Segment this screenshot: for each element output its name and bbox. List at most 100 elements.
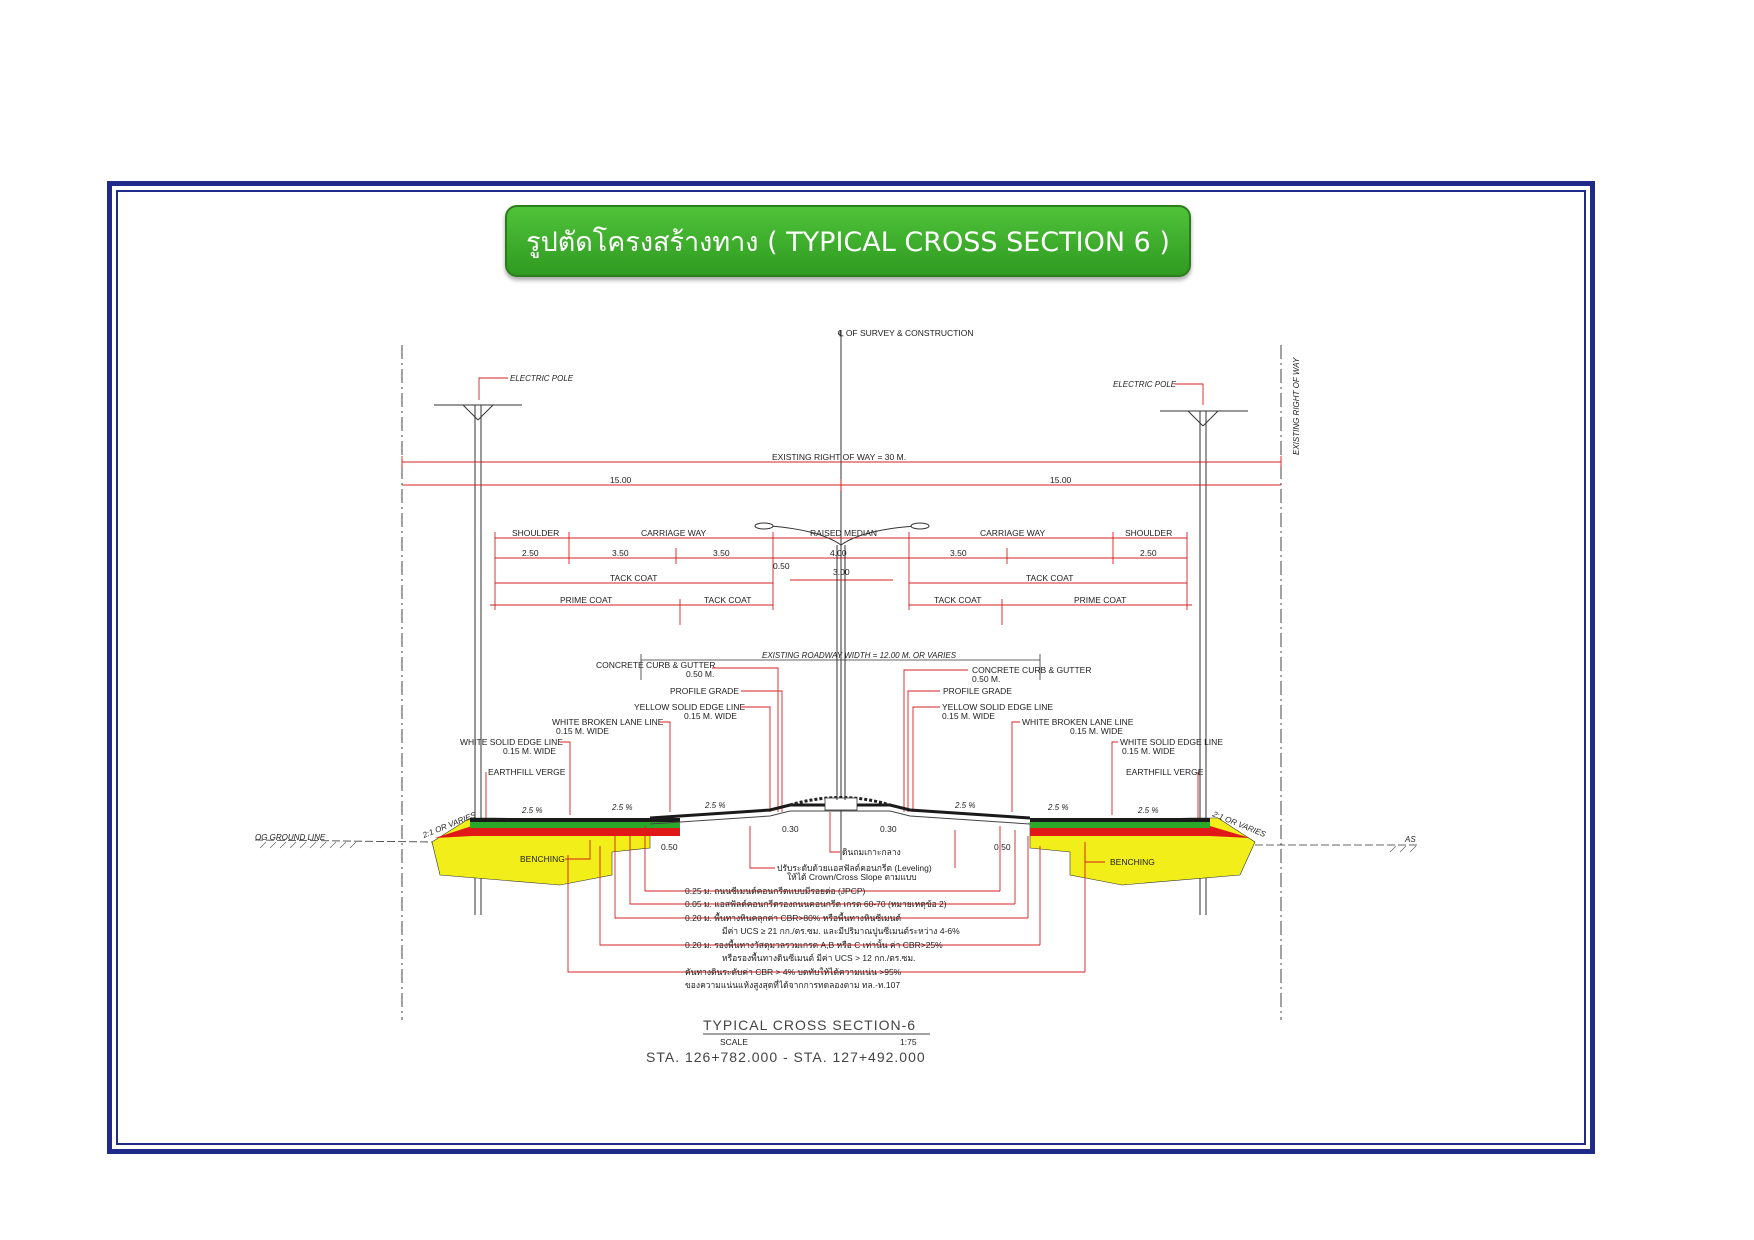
note-8: หรือรองพื้นทางดินซีเมนต์ มีค่า UCS > 12 … [722,952,915,963]
dim-half-widths [402,479,1281,491]
road-section-right [1029,817,1256,886]
electric-pole-left-leader [478,377,508,400]
outer-frame [107,181,1595,1154]
dim-300: 3.00 [833,567,850,577]
d030-left: 0.30 [782,824,799,834]
wbroken-right-label: WHITE BROKEN LANE LINE [1022,717,1134,727]
scale-label: SCALE [720,1037,748,1047]
wbroken-right-width: 0.15 M. WIDE [1070,726,1123,736]
profile-left-leader [741,690,783,812]
pct-4: 2.5 % [954,801,975,810]
ground-line-right [1255,844,1420,853]
tack-coat-right-label: TACK COAT [1026,573,1073,583]
tack-coat-left2-label: TACK COAT [704,595,751,605]
profile-left-label: PROFILE GRADE [670,686,739,696]
pct-6: 2.5 % [1137,806,1158,815]
dim-lane-3: 3.50 [950,548,967,558]
note-6: มีค่า UCS ≥ 21 กก./ตร.ซม. และมีปริมาณปูน… [722,926,960,937]
dim-shoulder-right: 2.50 [1140,548,1157,558]
verge-left-label: EARTHFILL VERGE [488,767,566,777]
benching-right-label: BENCHING [1110,857,1155,867]
wsolid-right-leader [1111,741,1118,815]
wbroken-right-leader [1011,721,1020,812]
wsolid-left-label: WHITE SOLID EDGE LINE [460,737,563,747]
wsolid-right-label: WHITE SOLID EDGE LINE [1120,737,1223,747]
dim-050: 0.50 [773,561,790,571]
median-lamp [754,522,930,800]
d050-right: 0.50 [994,842,1011,852]
yellow-right-label: YELLOW SOLID EDGE LINE [942,702,1053,712]
d030-right: 0.30 [880,824,897,834]
note-7: 0.20 ม. รองพื้นทางวัสดุมวลรวมเกรด A,B หร… [685,939,943,951]
curb-right-label: CONCRETE CURB & GUTTER [972,665,1091,675]
ground-right-label: AS [1404,835,1416,844]
dim-lane-1: 3.50 [612,548,629,558]
raised-median [789,796,891,811]
shoulder-right-label: SHOULDER [1125,528,1172,538]
yellow-left-label: YELLOW SOLID EDGE LINE [634,702,745,712]
dim-right-of-way [401,456,1282,468]
inner-frame [116,190,1586,1145]
curb-left-width: 0.50 M. [686,669,714,679]
curb-left-leader [712,667,779,812]
yellow-left-leader [740,706,771,812]
profile-right-leader [907,690,940,812]
benching-left-label: BENCHING [520,854,565,864]
tack-coat-left-label: TACK COAT [610,573,657,583]
section-title: TYPICAL CROSS SECTION-6 [703,1017,916,1033]
shoulder-left-label: SHOULDER [512,528,559,538]
pct-1: 2.5 % [521,806,542,815]
curb-right-leader [903,669,968,812]
verge-right-label: EARTHFILL VERGE [1126,767,1204,777]
note-4: 0.05 ม. แอสฟัลต์คอนกรีตรองถนนคอนกรีต เกร… [685,899,947,910]
curb-right-width: 0.50 M. [972,674,1000,684]
electric-pole-right-label: ELECTRIC POLE [1113,380,1177,389]
centerline-label: ℄ OF SURVEY & CONSTRUCTION [837,328,974,338]
yellow-right-leader [912,706,940,812]
pct-3: 2.5 % [704,801,725,810]
roadway-width-label: EXISTING ROADWAY WIDTH = 12.00 M. OR VAR… [762,651,957,660]
note-9: คันทางดินระดับค่า CBR > 4% บดทับให้ได้คว… [685,967,902,977]
yellow-right-width: 0.15 M. WIDE [942,711,995,721]
tack-coat-right2-label: TACK COAT [934,595,981,605]
note-1: ปรับระดับด้วยแอสฟัลต์คอนกรีต (Leveling) [777,863,932,873]
carriage-right-label: CARRIAGE WAY [980,528,1046,538]
profile-right-label: PROFILE GRADE [943,686,1012,696]
half-left-label: 15.00 [610,475,632,485]
dim-lane-2: 3.50 [713,548,730,558]
note-leaders [567,826,1086,973]
row-vertical-label: EXISTING RIGHT OF WAY [1292,357,1301,455]
electric-pole-left-label: ELECTRIC POLE [510,374,574,383]
prime-coat-right-label: PRIME COAT [1074,595,1126,605]
wbroken-left-label: WHITE BROKEN LANE LINE [552,717,664,727]
wbroken-left-leader [660,721,671,812]
note-2: ให้ได้ Crown/Cross Slope ตามแบบ [787,872,917,882]
dim-shoulder-left: 2.50 [522,548,539,558]
note-3: 0.25 ม. ถนนซีเมนต์คอนกรีตแบบมีรอยต่อ (JP… [685,886,866,896]
electric-pole-right-leader [1175,383,1204,405]
page-title: รูปตัดโครงสร้างทาง ( TYPICAL CROSS SECTI… [505,205,1191,277]
curb-left-label: CONCRETE CURB & GUTTER [596,660,715,670]
wsolid-left-width: 0.15 M. WIDE [503,746,556,756]
raised-median-label: RAISED MEDIAN [810,528,877,538]
yellow-left-width: 0.15 M. WIDE [684,711,737,721]
ground-line-left [254,839,433,849]
pct-5: 2.5 % [1047,803,1068,812]
note-5: 0.20 ม. พื้นทางหินคลุกค่า CBR>80% หรือพื… [685,912,901,924]
ground-left-label: OG GROUND LINE [255,833,326,842]
d050-left: 0.50 [661,842,678,852]
station-range: STA. 126+782.000 - STA. 127+492.000 [646,1049,926,1065]
existing-row-label: EXISTING RIGHT OF WAY = 30 M. [772,452,906,462]
road-section-left [431,817,680,886]
dim-lanes [494,532,1188,610]
scale-value: 1:75 [900,1037,917,1047]
prime-coat-left-label: PRIME COAT [560,595,612,605]
median-fill-label: ดินถมเกาะกลาง [842,847,901,857]
wsolid-right-width: 0.15 M. WIDE [1122,746,1175,756]
pct-2: 2.5 % [611,803,632,812]
wsolid-left-leader [560,741,571,815]
wbroken-left-width: 0.15 M. WIDE [556,726,609,736]
note-10: ของความแน่นแห้งสูงสุดที่ได้จากการทดลองตา… [685,979,900,991]
dim-median: 4.00 [830,548,847,558]
